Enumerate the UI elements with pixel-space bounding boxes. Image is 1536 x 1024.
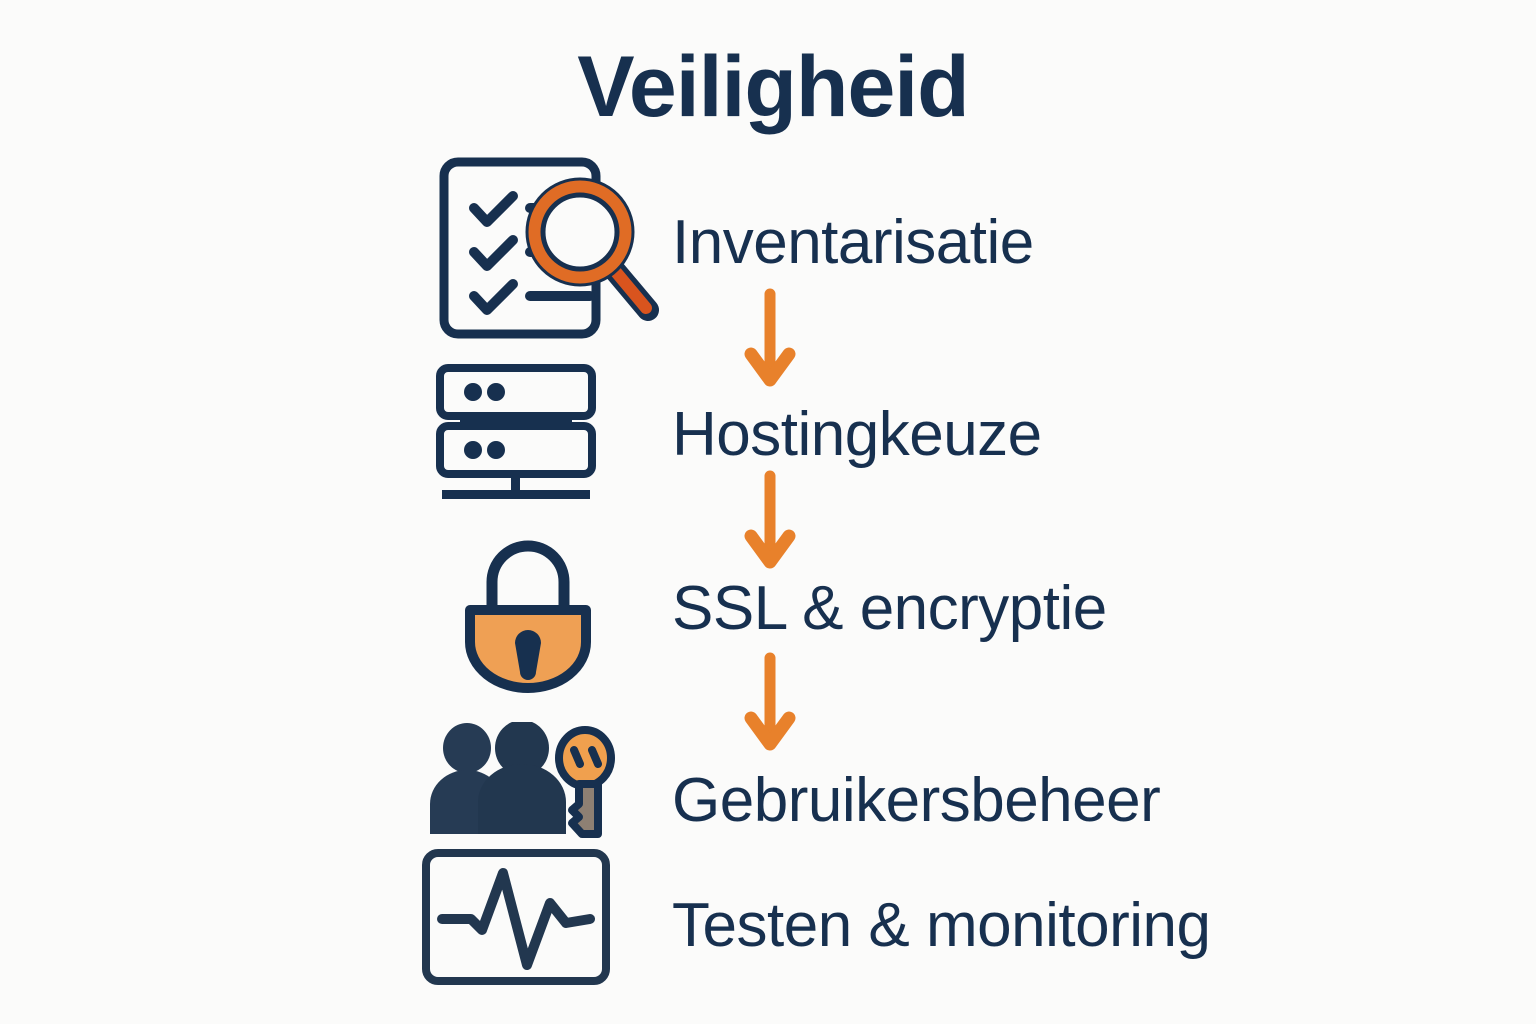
monitor-pulse-icon <box>414 845 619 990</box>
step-label-gebruikersbeheer: Gebruikersbeheer <box>672 766 1161 835</box>
arrow-2-icon <box>742 470 798 575</box>
users-key-icon <box>422 722 627 842</box>
server-rack-icon <box>428 360 618 505</box>
step-label-inventarisatie: Inventarisatie <box>672 208 1034 277</box>
checklist-magnifier-icon <box>430 150 670 340</box>
step-label-ssl-encryptie: SSL & encryptie <box>672 574 1107 643</box>
padlock-icon <box>448 530 608 695</box>
arrow-3-icon <box>742 652 798 757</box>
arrow-1-icon <box>742 288 798 393</box>
page-title: Veiligheid <box>577 39 969 135</box>
step-label-hostingkeuze: Hostingkeuze <box>672 400 1042 469</box>
step-label-testen-monitoring: Testen & monitoring <box>672 891 1211 960</box>
